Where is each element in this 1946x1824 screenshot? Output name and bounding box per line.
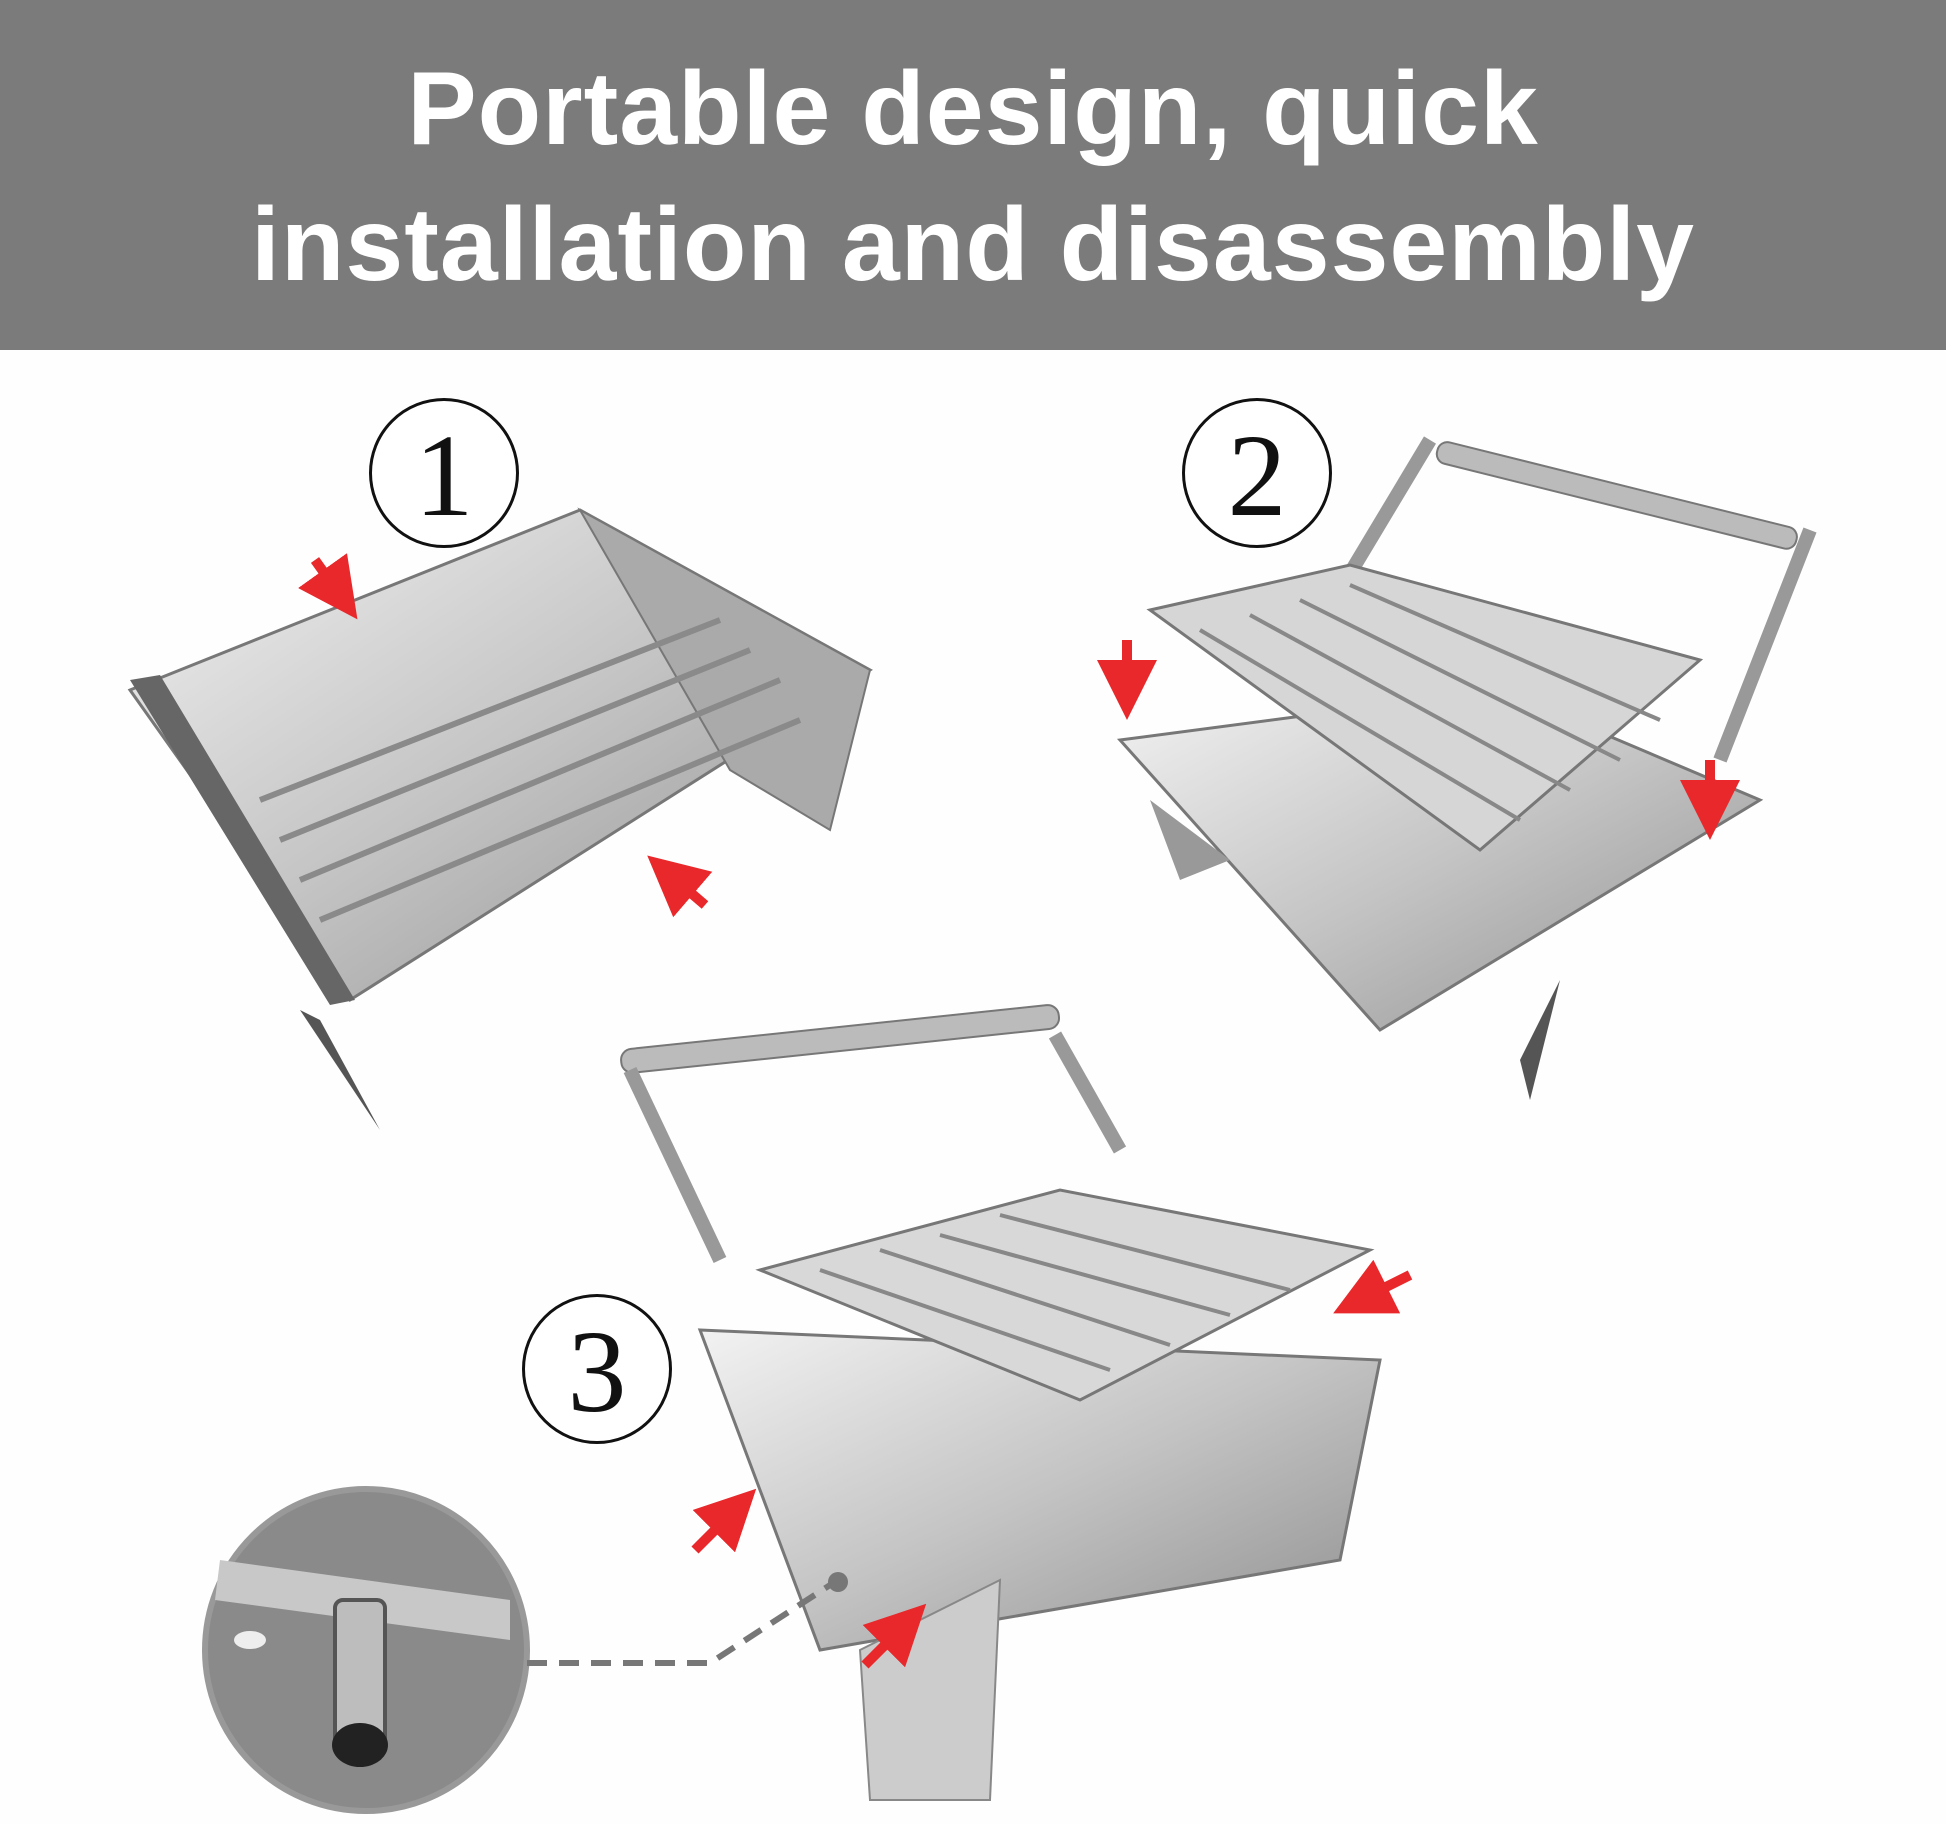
title-line-2: installation and disassembly (251, 187, 1695, 303)
grill-step-1 (127, 507, 873, 1130)
step-3-badge: 3 (522, 1294, 672, 1444)
title-line-1: Portable design, quick (407, 51, 1539, 167)
title-banner: Portable design, quick installation and … (0, 0, 1946, 350)
latch-detail-magnifier (202, 1486, 848, 1814)
grill-step-3 (620, 1004, 1413, 1801)
grill-step-2 (1097, 436, 1817, 1100)
step-2-badge: 2 (1182, 398, 1332, 548)
step-1-badge: 1 (369, 398, 519, 548)
